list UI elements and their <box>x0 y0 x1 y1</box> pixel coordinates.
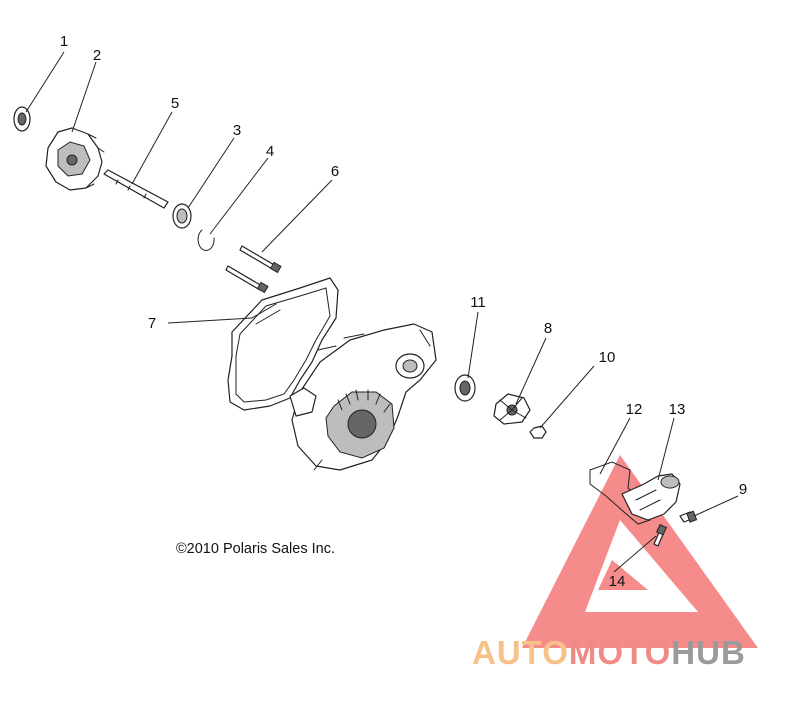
callout-4: 4 <box>266 143 274 160</box>
callout-2: 2 <box>93 47 101 64</box>
watermark-moto: MOTO <box>569 634 671 671</box>
watermark-logo-triangle <box>522 455 758 648</box>
part-12-o-ring <box>589 461 651 525</box>
callout-1: 1 <box>60 33 68 50</box>
callout-5: 5 <box>171 95 179 112</box>
callout-9: 9 <box>739 481 747 498</box>
part-11-mechanical-seal <box>454 374 476 402</box>
part-13-outlet-fitting <box>621 473 681 521</box>
part-5-shaft <box>103 169 169 209</box>
part-7-gasket <box>227 277 339 411</box>
leader-lines <box>25 51 739 573</box>
callout-8: 8 <box>544 320 552 337</box>
callout-labels: 1 2 3 4 5 6 7 8 9 10 11 12 13 14 <box>60 33 747 590</box>
callout-14: 14 <box>609 573 626 590</box>
part-14-bolt <box>653 524 668 547</box>
callout-12: 12 <box>626 401 643 418</box>
callout-3: 3 <box>233 122 241 139</box>
part-10-nut <box>529 425 547 439</box>
callout-6: 6 <box>331 163 339 180</box>
copyright-notice: ©2010 Polaris Sales Inc. <box>176 541 335 557</box>
part-8-impeller <box>493 393 531 425</box>
part-9-bolt <box>679 510 698 523</box>
watermark-hub: HUB <box>671 634 746 671</box>
part-1-seal <box>13 106 31 132</box>
watermark-auto: AUTO <box>472 634 569 671</box>
part-4-snap-ring <box>197 229 215 251</box>
callout-7: 7 <box>148 315 156 332</box>
callout-13: 13 <box>669 401 686 418</box>
callout-11: 11 <box>470 294 486 311</box>
part-3-bearing <box>172 203 192 229</box>
part-6-bolts <box>225 245 282 294</box>
callout-10: 10 <box>599 349 616 366</box>
part-2-pump-housing <box>45 127 105 191</box>
engine-side-cover <box>289 323 437 471</box>
watermark-brand-text: AUTOMOTOHUB <box>472 634 746 671</box>
